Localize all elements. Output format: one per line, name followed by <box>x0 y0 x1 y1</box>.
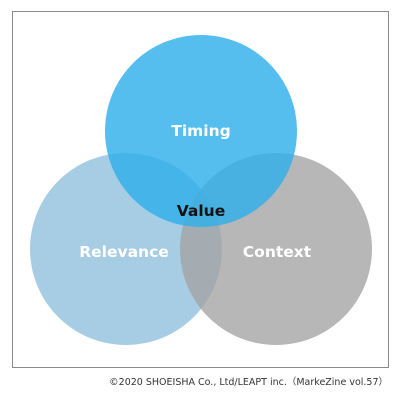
timing-label: Timing <box>171 122 230 140</box>
value-label: Value <box>177 202 225 220</box>
context-label: Context <box>243 243 312 261</box>
relevance-label: Relevance <box>79 243 169 261</box>
copyright-credit: ©2020 SHOEISHA Co., Ltd/LEAPT inc.（Marke… <box>109 377 388 388</box>
timing-circle <box>105 35 297 227</box>
